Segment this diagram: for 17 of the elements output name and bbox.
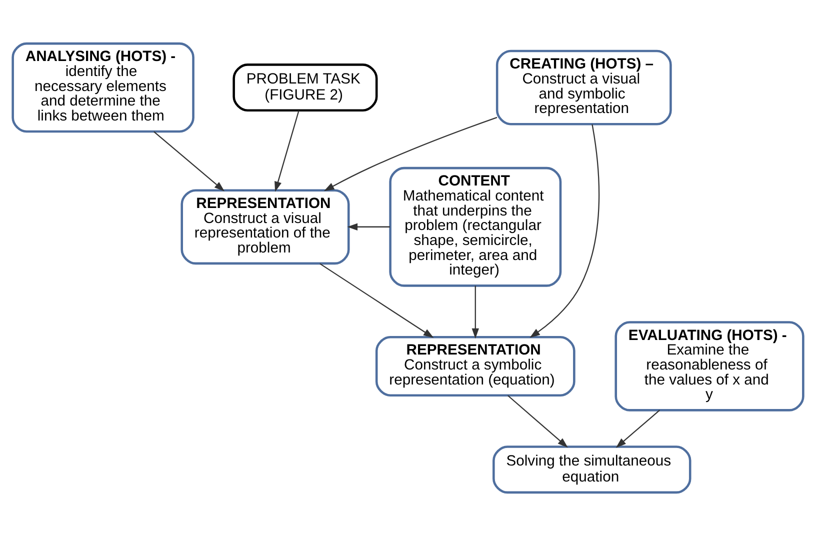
node-box: CREATING (HOTS) – Construct a visual and symbolic representation — [496, 50, 672, 126]
arrow — [154, 131, 225, 192]
node-box: PROBLEM TASK (FIGURE 2) — [232, 64, 378, 112]
arrow — [507, 395, 568, 448]
arrow — [530, 124, 600, 338]
arrow — [274, 110, 300, 192]
arrow — [616, 410, 660, 448]
arrow — [324, 116, 498, 192]
node-box: CONTENT Mathematical content that underpins the problem (rectangular shape, semicircle, perimeter, area and integer) — [389, 166, 562, 287]
arrow — [472, 286, 479, 339]
node-box: ANALYSING (HOTS) - identify the necessary elements and determine the links between them — [12, 42, 194, 133]
arrow — [347, 223, 390, 230]
arrow — [320, 263, 434, 338]
node-box: REPRESENTATION Construct a visual representation of the problem — [180, 189, 350, 265]
node-box: EVALUATING (HOTS) - Examine the reasonableness of the values of x and y — [614, 321, 804, 412]
node-box: Solving the simultaneous equation — [492, 446, 692, 494]
node-box: REPRESENTATION Construct a symbolic representation (equation) — [375, 336, 576, 396]
